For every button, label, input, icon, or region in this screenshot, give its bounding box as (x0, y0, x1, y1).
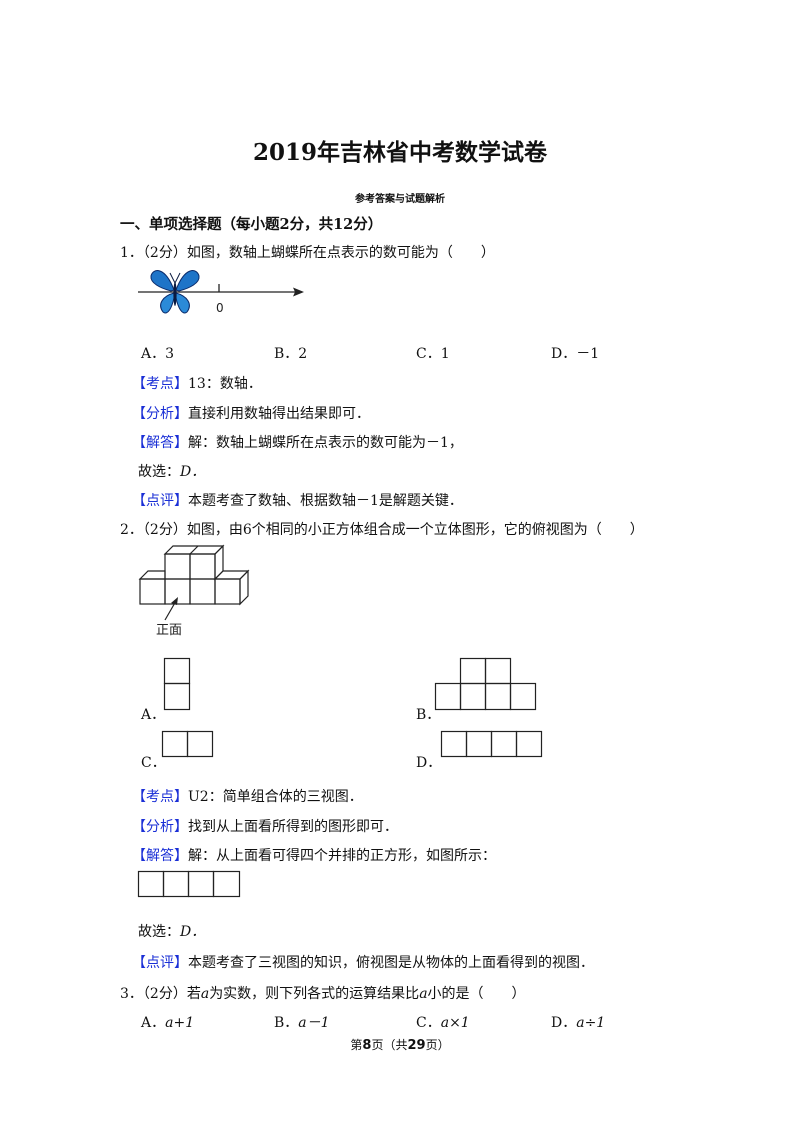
q2-option-d: D． (416, 755, 442, 771)
q2-option-b: B． (416, 707, 441, 723)
dianping-tag: 【点评】 (132, 493, 188, 509)
jieda-tag: 【解答】 (132, 848, 188, 864)
q3-option-c: C．a×1 (416, 1012, 470, 1032)
q3-stem: 3．（2分）若a为实数，则下列各式的运算结果比a小的是（ ） (120, 983, 526, 1003)
jieda-text: 解：数轴上蝴蝶所在点表示的数可能为－1， (188, 435, 463, 451)
q2-answer: 故选：D． (138, 921, 205, 941)
option-label: A． (141, 1015, 166, 1031)
q3-stem-prefix: 3．（2分）若 (120, 986, 201, 1002)
footer-mid: 页（共 (371, 1038, 408, 1052)
kaodian-text: 13：数轴． (188, 376, 262, 392)
q1-option-b: B．2 (274, 346, 308, 362)
fenxi-text: 直接利用数轴得出结果即可． (188, 406, 370, 422)
q1-dianping: 【点评】本题考查了数轴、根据数轴－1是解题关键． (132, 490, 463, 510)
kaodian-tag: 【考点】 (132, 789, 188, 805)
q2-stem: 2．（2分）如图，由6个相同的小正方体组合成一个立体图形，它的俯视图为（ ） (120, 522, 644, 538)
q3-var-2: a (419, 986, 428, 1002)
option-expr: a+1 (165, 1015, 195, 1031)
q2-option-a: A． (141, 707, 166, 723)
q1-answer: 故选：D． (138, 461, 205, 481)
answer-label: 故选： (138, 924, 180, 940)
section-heading: 一、单项选择题（每小题2分，共12分） (120, 216, 383, 233)
q2-jieda: 【解答】解：从上面看可得四个并排的正方形，如图所示： (132, 845, 496, 865)
q3-stem-suffix: 小的是（ ） (427, 986, 526, 1002)
page-footer: 第8页（共29页） (0, 1036, 800, 1053)
option-label: C． (416, 1015, 441, 1031)
kaodian-tag: 【考点】 (132, 376, 188, 392)
q2-dianping: 【点评】本题考查了三视图的知识，俯视图是从物体的上面看得到的视图． (132, 952, 594, 972)
q2-fenxi: 【分析】找到从上面看所得到的图形即可． (132, 816, 398, 836)
q1-jieda: 【解答】解：数轴上蝴蝶所在点表示的数可能为－1， (132, 432, 463, 452)
footer-suffix: 页） (425, 1038, 450, 1052)
q2-option-a-figure (163, 657, 191, 711)
answer-label: 故选： (138, 464, 180, 480)
axis-zero-label: 0 (216, 301, 224, 315)
q2-option-d-figure (440, 730, 543, 758)
jieda-text: 解：从上面看可得四个并排的正方形，如图所示： (188, 848, 496, 864)
q3-var: a (200, 986, 210, 1002)
dianping-tag: 【点评】 (132, 955, 188, 971)
page-title: 2019年吉林省中考数学试卷 (252, 139, 547, 166)
q2-option-c-figure (161, 730, 214, 758)
footer-prefix: 第 (350, 1038, 363, 1052)
q1-option-a: A．3 (141, 346, 175, 362)
q2-option-b-figure (434, 657, 537, 711)
fenxi-tag: 【分析】 (132, 406, 188, 422)
option-label: B． (274, 1015, 299, 1031)
q1-option-c: C．1 (416, 346, 450, 362)
q1-stem: 1．（2分）如图，数轴上蝴蝶所在点表示的数可能为（ ） (120, 245, 495, 261)
q2-option-c: C． (141, 755, 166, 771)
q3-stem-mid: 为实数，则下列各式的运算结果比 (209, 986, 420, 1002)
footer-page-number: 8 (362, 1038, 372, 1053)
page-subtitle: 参考答案与试题解析 (355, 194, 445, 205)
q1-kaodian: 【考点】13：数轴． (132, 373, 262, 393)
fenxi-text: 找到从上面看所得到的图形即可． (188, 819, 398, 835)
q2-cubes-figure: 正面 (138, 544, 250, 638)
front-label: 正面 (156, 623, 182, 638)
answer-value: D． (180, 924, 206, 940)
fenxi-tag: 【分析】 (132, 819, 188, 835)
kaodian-text: U2：简单组合体的三视图． (188, 789, 363, 805)
q1-fenxi: 【分析】直接利用数轴得出结果即可． (132, 403, 370, 423)
q2-kaodian: 【考点】U2：简单组合体的三视图． (132, 786, 363, 806)
answer-value: D． (180, 464, 206, 480)
q3-option-a: A．a+1 (141, 1012, 194, 1032)
footer-total-pages: 29 (407, 1038, 426, 1053)
jieda-tag: 【解答】 (132, 435, 188, 451)
q1-number-line-figure: 0 (138, 270, 304, 315)
butterfly-icon (150, 270, 200, 314)
q1-option-d: D．－1 (551, 346, 600, 362)
q2-answer-figure (137, 870, 241, 898)
option-label: D． (551, 1015, 577, 1031)
dianping-text: 本题考查了三视图的知识，俯视图是从物体的上面看得到的视图． (188, 955, 594, 971)
option-expr: a－1 (298, 1015, 330, 1031)
option-expr: a×1 (440, 1015, 470, 1031)
option-expr: a÷1 (576, 1015, 606, 1031)
q3-option-b: B．a－1 (274, 1012, 330, 1032)
dianping-text: 本题考查了数轴、根据数轴－1是解题关键． (188, 493, 463, 509)
q3-option-d: D．a÷1 (551, 1012, 605, 1032)
